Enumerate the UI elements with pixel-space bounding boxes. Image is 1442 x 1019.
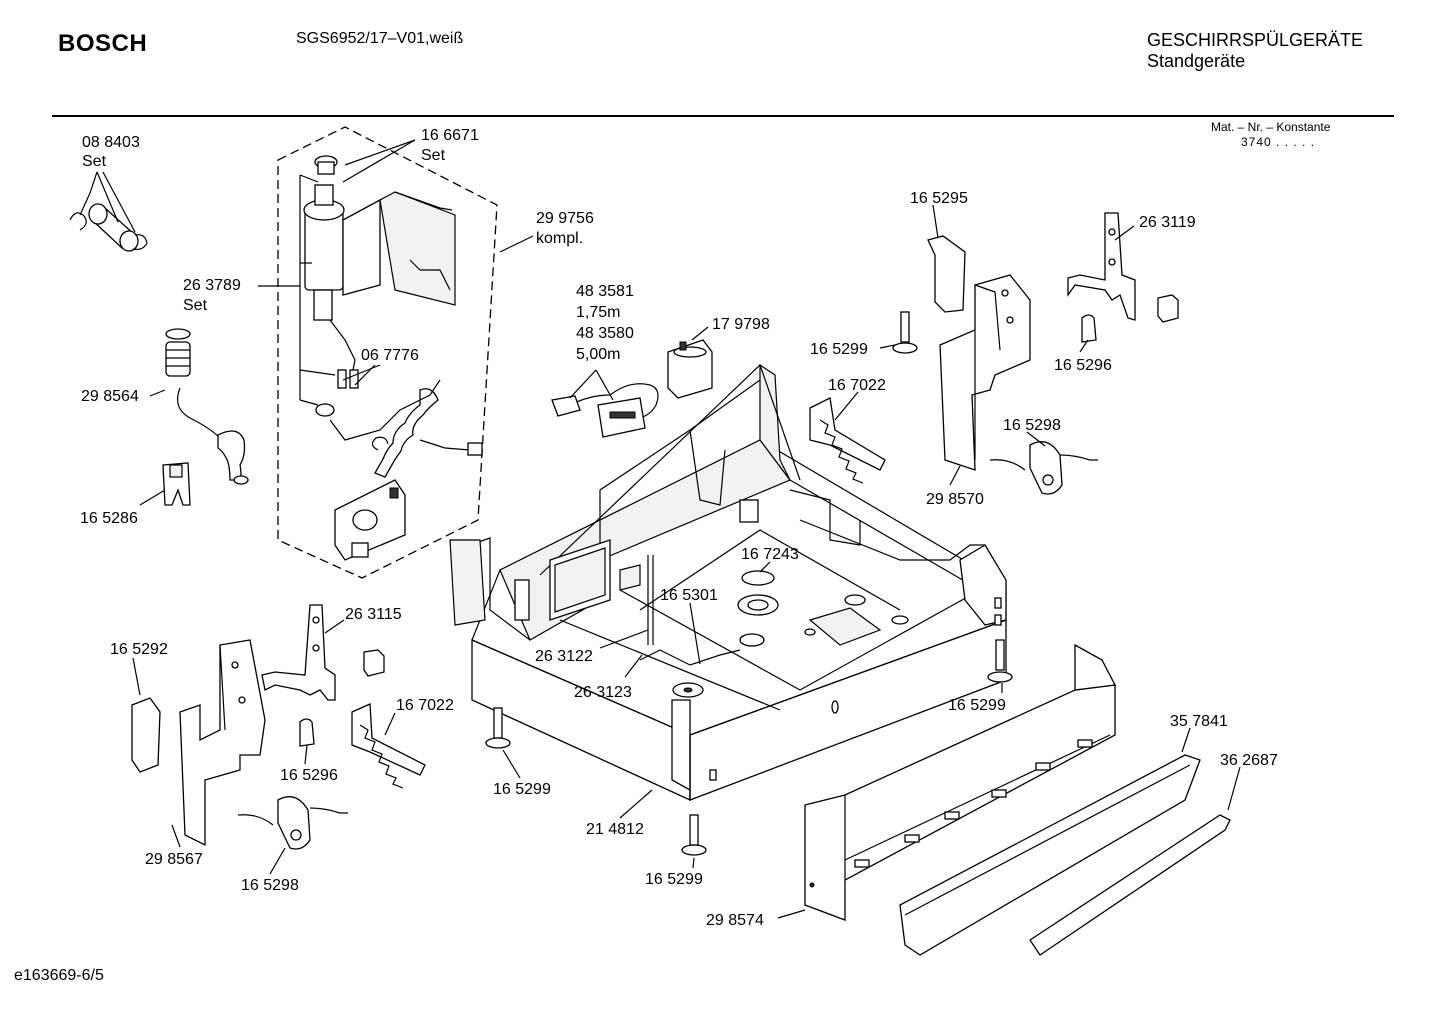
callout-263789: 26 3789 [183,277,241,294]
base-tub-part [449,363,1007,802]
leader-lines [79,139,1241,919]
callout-362687: 36 2687 [1220,752,1278,769]
callout-298567: 29 8567 [145,851,203,868]
callout-166671-set: Set [421,147,446,164]
callout-299756-kompl: kompl. [536,230,583,247]
callout-167022-right: 16 7022 [828,377,886,394]
bracket-part-165295 [927,235,966,313]
callout-165299-right: 16 5299 [948,697,1006,714]
spring-hinge-part-167022-right [809,397,886,484]
callout-483580: 48 3580 [576,325,634,342]
clip-part-165296-left [299,718,315,747]
callout-165286: 16 5286 [80,510,138,527]
seal-ring-part-167243 [737,570,779,616]
callout-214812: 21 4812 [586,821,644,838]
hinge-cam-part-165298-right [989,441,1098,495]
water-inlet-assembly [277,126,498,579]
callout-labels: 08 8403 Set 16 6671 Set 29 9756 kompl. 2… [80,127,1278,929]
brand-logo: BOSCH [58,30,148,57]
callout-299756: 29 9756 [536,210,594,227]
callout-166671: 16 6671 [421,127,479,144]
mat-nr-label: Mat. – Nr. – Konstante [1211,120,1331,134]
callout-165299-bottom: 16 5299 [645,871,703,888]
cap-part [1157,294,1179,323]
spring-hinge-part-167022-left [351,703,426,789]
hinge-bracket-part-298570 [939,274,1031,471]
screw-part-165299-left [485,707,511,749]
callout-165298-right: 16 5298 [1003,417,1061,434]
category-title: GESCHIRRSPÜLGERÄTE [1147,30,1364,50]
callout-298564: 29 8564 [81,388,139,405]
cover-strip-part-357841 [899,754,1201,956]
callout-263122: 26 3122 [535,648,593,665]
callout-165292: 16 5292 [110,641,168,658]
callout-483581-length: 1,75m [576,304,620,321]
screw-part-165299-bottom [681,814,707,856]
screw-part-165299-right [987,639,1013,683]
callout-165299-top: 16 5299 [810,341,868,358]
model-number: SGS6952/17–V01,weiß [296,30,464,47]
callout-263123: 26 3123 [574,684,632,701]
category-subtitle: Standgeräte [1147,51,1246,71]
power-cable-part [551,383,659,438]
capacitor-part-179798 [667,339,713,399]
hose-clamp-set-part [69,203,148,252]
callout-165298-left: 16 5298 [241,877,299,894]
callout-298574: 29 8574 [706,912,764,929]
callout-165295: 16 5295 [910,190,968,207]
header-divider [52,115,1394,117]
callout-067776: 06 7776 [361,347,419,364]
callout-167022-left: 16 7022 [396,697,454,714]
clip-part-165286 [162,462,191,506]
hinge-bracket-part-298567 [179,639,266,847]
trim-strip-part-362687 [1029,814,1231,956]
screw-part-165299-top [892,311,918,354]
hinge-cam-part-165298-left [237,796,348,850]
drawing-code: e163669-6/5 [14,967,104,984]
callout-165301: 16 5301 [660,587,718,604]
callout-263789-set: Set [183,297,208,314]
callout-088403: 08 8403 [82,134,140,151]
callout-167243: 16 7243 [741,546,799,563]
clip-part-165296-right [1081,314,1097,343]
callout-165296-right: 16 5296 [1054,357,1112,374]
callout-357841: 35 7841 [1170,713,1228,730]
bracket-part-165292 [131,697,161,773]
callout-165296-left: 16 5296 [280,767,338,784]
callout-483581: 48 3581 [576,283,634,300]
bracket-part-263119 [1067,212,1136,321]
callout-483580-length: 5,00m [576,346,620,363]
callout-298570: 29 8570 [926,491,984,508]
callout-263119: 26 3119 [1139,214,1196,231]
callout-088403-set: Set [82,153,107,170]
kick-panel-part-298574 [804,643,1117,921]
callout-165299-left: 16 5299 [493,781,551,798]
cap-part-left [363,649,385,677]
bracket-part-263115 [261,604,336,701]
drain-hose-part [177,387,249,485]
callout-263115: 26 3115 [345,606,402,623]
spring-part [165,328,191,377]
mat-nr-value: 3740 . . . . . [1241,135,1316,149]
callout-179798: 17 9798 [712,316,770,333]
